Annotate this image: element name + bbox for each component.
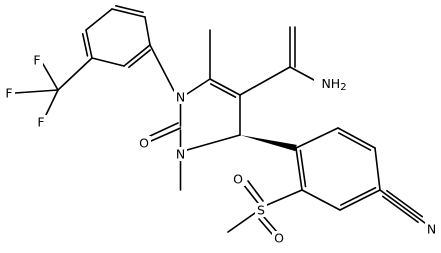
aryl-bond [295, 147, 303, 191]
atom-n1: N [174, 90, 187, 105]
atom-n3: N [174, 147, 187, 162]
carbonyl-double-bond [149, 122, 179, 137]
phenyl-bond [144, 16, 151, 46]
s-o-double-bond [258, 218, 273, 235]
svg-text:N: N [176, 147, 185, 162]
svg-text:F: F [37, 115, 44, 130]
phenyl-bond [123, 44, 151, 67]
cf3-bond [57, 57, 93, 91]
svg-text:NH2: NH2 [321, 76, 346, 93]
amide-bond [239, 66, 291, 96]
amide-n-bond [289, 66, 315, 81]
atom-f-top: F [31, 53, 43, 68]
n1-aryl-bond [149, 44, 175, 92]
s-methyl-bond [227, 212, 256, 233]
aryl-double-bond [299, 149, 307, 188]
nitrile-bond [379, 189, 426, 224]
phenyl-double-bond [81, 32, 89, 57]
atom-s: S [255, 203, 267, 218]
svg-text:O: O [274, 231, 284, 246]
atom-o-carbonyl: O [137, 136, 151, 151]
atom-o-sulfonyl-top: O [231, 172, 245, 187]
s-o-double-bond [242, 183, 259, 204]
c-f-bond [14, 89, 59, 94]
phenyl-bond [111, 8, 146, 18]
aryl-bond [295, 127, 339, 149]
c-f-bond [42, 63, 59, 91]
aryl-bond [339, 189, 381, 211]
s-o-double-bond [263, 216, 278, 233]
nitrile-triple-bond [386, 189, 424, 218]
atom-f-left: F [3, 86, 15, 101]
carbonyl-bond [150, 127, 182, 142]
bond-layer [14, 5, 426, 235]
atom-f-bottom: F [35, 115, 47, 130]
ring-bond [209, 78, 241, 96]
ring-bond [186, 78, 211, 95]
phenyl-bond [85, 29, 93, 59]
s-o-double-bond [247, 180, 264, 202]
svg-text:S: S [257, 203, 265, 218]
phenyl-double-bond [115, 5, 144, 14]
c-f-bond [44, 89, 59, 118]
aryl-bond [301, 189, 341, 211]
aryl-double-bond [337, 132, 372, 151]
phenyl-bond [91, 57, 125, 67]
svg-text:N: N [427, 222, 436, 237]
aryl-double-bond [340, 186, 377, 206]
nitrile-triple-bond [381, 195, 419, 224]
atom-n-nitrile: N [425, 222, 438, 237]
aryl-bond [374, 147, 381, 191]
ring-double-bond [209, 83, 237, 98]
svg-text:F: F [5, 86, 12, 101]
svg-text:O: O [233, 172, 243, 187]
ring-bond [186, 134, 241, 151]
s-aryl-bond [266, 189, 303, 206]
phenyl-bond [85, 8, 113, 31]
phenyl-double-bond [128, 49, 151, 69]
atom-label-layer: F F F N N O NH2 S [3, 53, 438, 246]
stereo-wedge-bond [240, 135, 297, 152]
atom-nh2: NH2 [314, 75, 354, 93]
svg-text:O: O [139, 136, 149, 151]
svg-text:N: N [176, 90, 185, 105]
aryl-bond [337, 127, 376, 149]
atom-o-sulfonyl-bottom: O [272, 231, 286, 246]
svg-text:F: F [33, 53, 40, 68]
